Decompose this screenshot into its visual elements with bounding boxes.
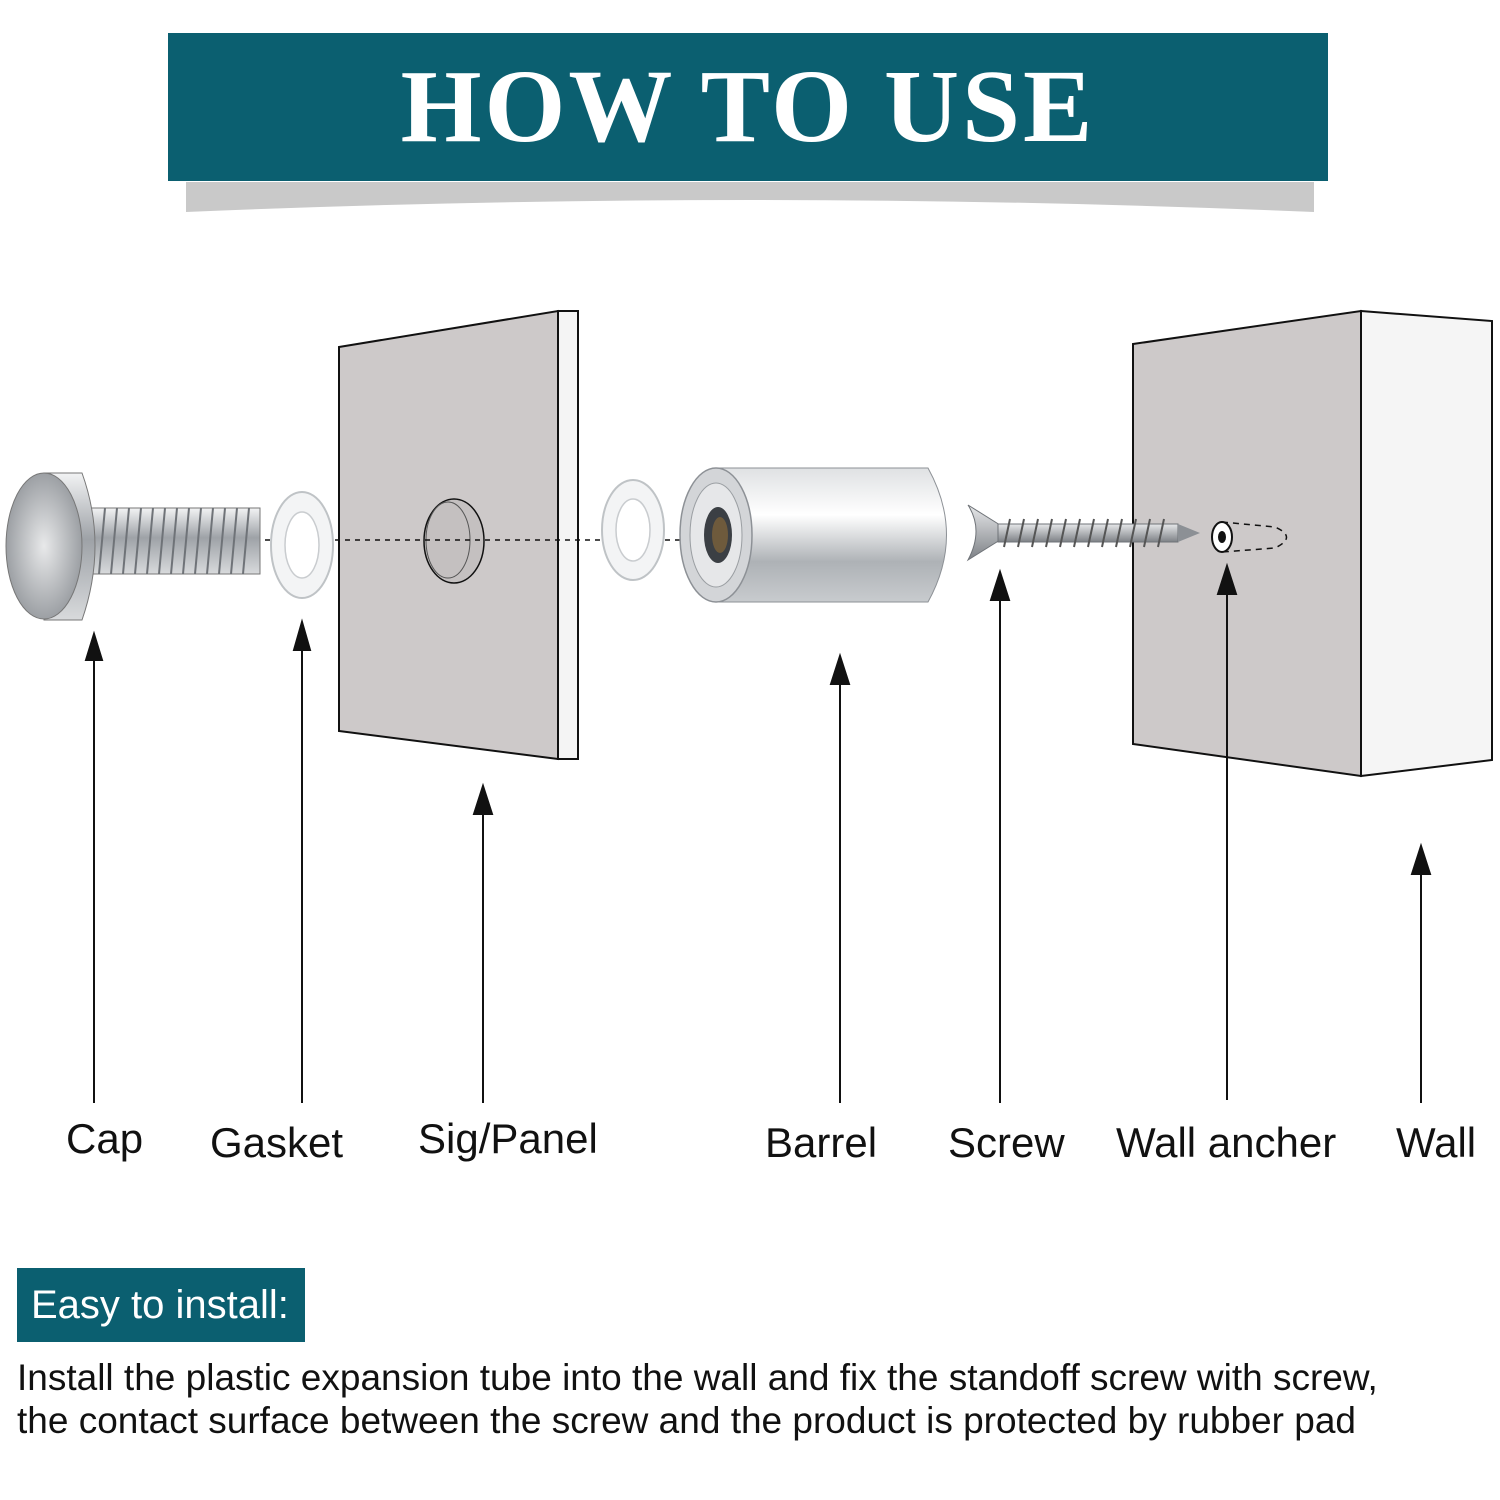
banner-shadow	[186, 182, 1314, 212]
wall-anchor	[1211, 521, 1288, 553]
barrel	[679, 467, 947, 603]
install-instructions: Install the plastic expansion tube into …	[17, 1356, 1487, 1442]
cap-bolt	[5, 472, 261, 621]
label-barrel: Barrel	[765, 1119, 878, 1166]
sign-panel	[338, 309, 579, 761]
instruction-line-1: Install the plastic expansion tube into …	[17, 1357, 1378, 1398]
label-gasket: Gasket	[210, 1119, 344, 1166]
gasket-washer-2	[601, 479, 665, 581]
label-wall: Wall	[1396, 1119, 1477, 1166]
pointer-arrows	[84, 562, 1432, 1103]
page-title: HOW TO USE	[400, 49, 1096, 164]
wall-block	[1132, 309, 1493, 778]
label-cap: Cap	[66, 1115, 144, 1162]
label-panel: Sig/Panel	[418, 1115, 598, 1162]
screw	[966, 504, 1200, 562]
title-banner: HOW TO USE	[168, 33, 1328, 181]
instruction-line-2: the contact surface between the screw an…	[17, 1400, 1356, 1441]
label-wall-anchor: Wall ancher	[1116, 1119, 1337, 1166]
info-badge: Easy to install:	[17, 1268, 305, 1342]
gasket-washer	[270, 491, 334, 599]
exploded-diagram: Cap Gasket Sig/Panel Barrel Screw Wall a…	[5, 309, 1493, 1166]
label-screw: Screw	[948, 1119, 1065, 1166]
